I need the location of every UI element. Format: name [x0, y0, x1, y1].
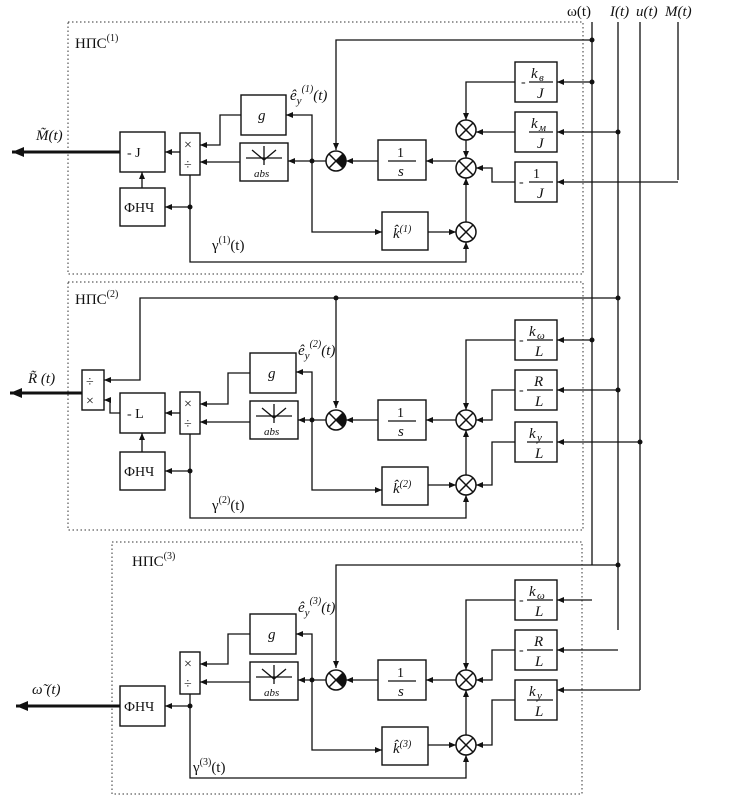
- block1-k-hat: [381, 211, 429, 251]
- svg-text:J: J: [537, 136, 545, 152]
- block2-output-muldiv: [81, 369, 105, 411]
- block1-integrator: [377, 139, 427, 181]
- svg-text:L: L: [534, 394, 543, 410]
- block1-title: НПС(1): [75, 33, 118, 52]
- svg-text:×: ×: [184, 657, 192, 672]
- svg-text:у: у: [536, 690, 542, 702]
- svg-text:γ(1)(t): γ(1)(t): [211, 235, 244, 254]
- svg-text:k̂(2): k̂(2): [393, 479, 412, 497]
- svg-text:abs: abs: [264, 426, 279, 438]
- block3-frame: [111, 541, 583, 795]
- block2-k-hat: [381, 466, 429, 506]
- svg-text:1: 1: [397, 146, 404, 161]
- svg-text:k: k: [529, 684, 536, 700]
- block3-g-block: [249, 613, 297, 655]
- voltage-input-label: u(t): [636, 4, 658, 20]
- svg-text:ФНЧ: ФНЧ: [124, 700, 154, 715]
- block1-output-label: M̃(t): [35, 128, 63, 144]
- svg-text:÷: ÷: [184, 677, 192, 692]
- block3-integrator: [377, 659, 427, 701]
- svg-text:1: 1: [397, 406, 404, 421]
- svg-text:×: ×: [86, 394, 94, 409]
- svg-text:R: R: [533, 374, 543, 390]
- svg-text:s: s: [398, 424, 404, 440]
- svg-text:L: L: [534, 704, 543, 720]
- block3-title: НПС(3): [132, 551, 175, 570]
- input-bus: ω(t) I(t) u(t) M(t): [567, 4, 692, 690]
- svg-text:ФНЧ: ФНЧ: [124, 465, 154, 480]
- block2-frame: [67, 281, 584, 531]
- svg-text:γ(3)(t): γ(3)(t): [192, 757, 225, 776]
- svg-text:s: s: [398, 164, 404, 180]
- svg-text:êy(3)(t): êy(3)(t): [298, 596, 335, 619]
- svg-text:ω: ω: [537, 330, 545, 342]
- svg-text:1: 1: [533, 167, 540, 182]
- svg-text:÷: ÷: [184, 158, 192, 173]
- svg-text:k: k: [529, 324, 536, 340]
- svg-text:-: -: [519, 333, 524, 348]
- svg-text:×: ×: [184, 397, 192, 412]
- svg-text:ω: ω: [537, 590, 545, 602]
- block2-title: НПС(2): [75, 289, 118, 308]
- svg-text:÷: ÷: [86, 375, 94, 390]
- svg-text:g: g: [268, 627, 276, 643]
- svg-text:k: k: [529, 426, 536, 442]
- svg-text:k: k: [531, 116, 538, 132]
- block1-lpf: [119, 187, 166, 227]
- block1-gain: [119, 131, 166, 173]
- current-input-label: I(t): [609, 4, 629, 20]
- svg-text:g: g: [258, 108, 266, 124]
- svg-text:L: L: [534, 604, 543, 620]
- svg-text:êy(1)(t): êy(1)(t): [290, 84, 327, 107]
- svg-text:-: -: [521, 75, 526, 90]
- moment-input-label: M(t): [664, 4, 692, 20]
- svg-text:k̂(3): k̂(3): [393, 739, 412, 757]
- svg-text:-: -: [519, 383, 524, 398]
- svg-text:k: k: [529, 584, 536, 600]
- svg-text:L: L: [534, 446, 543, 462]
- svg-text:L: L: [534, 344, 543, 360]
- svg-text:×: ×: [184, 138, 192, 153]
- block1-omega-feed: [333, 39, 592, 150]
- svg-text:k̂(1): k̂(1): [393, 224, 412, 242]
- svg-text:abs: abs: [264, 687, 279, 699]
- svg-text:-: -: [519, 593, 524, 608]
- svg-text:- J: - J: [127, 146, 141, 161]
- svg-text:g: g: [268, 366, 276, 382]
- block3-k-hat: [381, 726, 429, 766]
- block1-g-block: [240, 94, 287, 136]
- svg-text:R: R: [533, 634, 543, 650]
- block3-output-label: ω̃ (t): [32, 682, 61, 698]
- svg-text:J: J: [537, 186, 545, 202]
- svg-text:J: J: [537, 86, 545, 102]
- svg-text:γ(2)(t): γ(2)(t): [211, 495, 244, 514]
- block2-output-label: R̃ (t): [27, 371, 55, 387]
- svg-text:-: -: [519, 643, 524, 658]
- svg-text:s: s: [398, 684, 404, 700]
- svg-text:abs: abs: [254, 168, 269, 180]
- svg-text:м: м: [538, 122, 546, 134]
- svg-text:÷: ÷: [184, 417, 192, 432]
- block1-frame: [67, 21, 584, 275]
- svg-text:k: k: [531, 66, 538, 82]
- svg-text:L: L: [534, 654, 543, 670]
- svg-text:êy(2)(t): êy(2)(t): [298, 339, 335, 362]
- svg-text:в: в: [539, 72, 544, 84]
- svg-text:- L: - L: [127, 407, 144, 422]
- svg-text:-: -: [519, 175, 524, 190]
- svg-text:1: 1: [397, 666, 404, 681]
- svg-text:ФНЧ: ФНЧ: [124, 201, 154, 216]
- svg-text:у: у: [536, 432, 542, 444]
- omega-input-label: ω(t): [567, 4, 591, 20]
